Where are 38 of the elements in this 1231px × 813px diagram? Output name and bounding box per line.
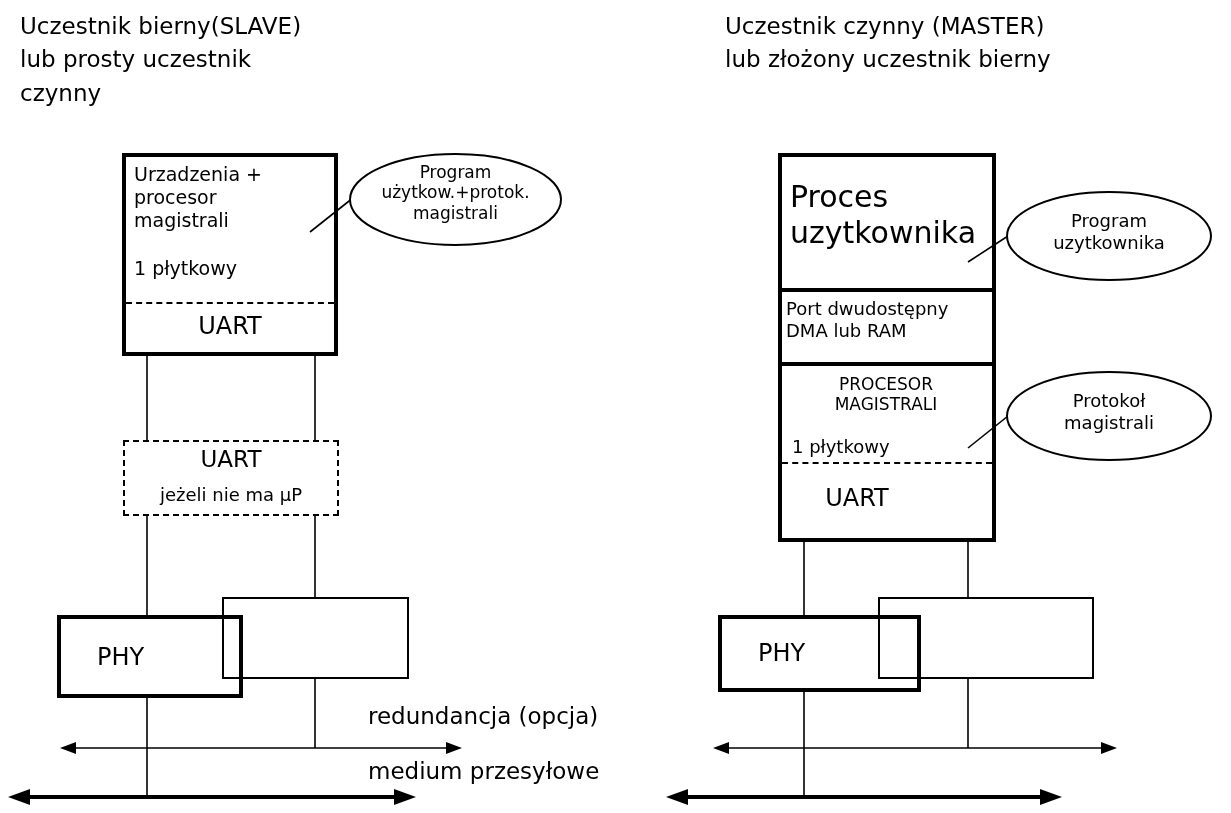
box-label: Proces uzytkownika [790, 179, 978, 251]
bus-label: medium przesyłowe [368, 757, 601, 786]
callout-ellipse [348, 152, 563, 247]
optional-uart-box [123, 440, 339, 516]
box-label: PROCESOR MAGISTRALI [833, 374, 939, 415]
box-label: UART [824, 484, 890, 513]
phy-box [57, 615, 243, 698]
box-note: 1 płytkowy [134, 257, 238, 280]
box-label: PHY [97, 643, 146, 672]
box-label: Urzadzenia + procesor magistrali [134, 163, 263, 232]
box-label: PHY [758, 639, 807, 668]
redundancy-bus-line [713, 740, 1117, 756]
redundancy-bus-line [60, 740, 462, 756]
callout-ellipse [1005, 370, 1213, 462]
connector-line [803, 691, 805, 798]
bus-label: redundancja (opcja) [368, 702, 600, 731]
box-note: jeżeli nie ma µP [158, 484, 304, 506]
callout-text: Protokoł magistrali [1063, 390, 1155, 434]
column-heading: Uczestnik bierny(SLAVE) lub prosty uczestnik czynny [20, 12, 303, 108]
box-label: UART [199, 446, 263, 474]
connector-line [146, 697, 148, 798]
callout-text: Program uzytkownika [1052, 210, 1166, 254]
box-note: 1 płytkowy [792, 436, 891, 458]
redundant-phy-box [222, 597, 409, 679]
device-box [122, 153, 338, 356]
connector-line [146, 515, 148, 616]
connector-line [967, 678, 969, 749]
connector-line [314, 515, 316, 598]
box-label: UART [197, 312, 263, 341]
connector-line [314, 678, 316, 749]
box-label: Port dwudostępny DMA lub RAM [786, 298, 950, 342]
callout-text: Program użytkow.+protok. magistrali [380, 162, 531, 224]
transmission-medium-line [666, 786, 1062, 808]
redundant-phy-box [878, 597, 1094, 679]
column-heading: Uczestnik czynny (MASTER) lub złożony uczestnik bierny [725, 12, 1052, 75]
transmission-medium-line [8, 786, 416, 808]
callout-ellipse [1005, 190, 1213, 282]
phy-box [718, 615, 921, 692]
